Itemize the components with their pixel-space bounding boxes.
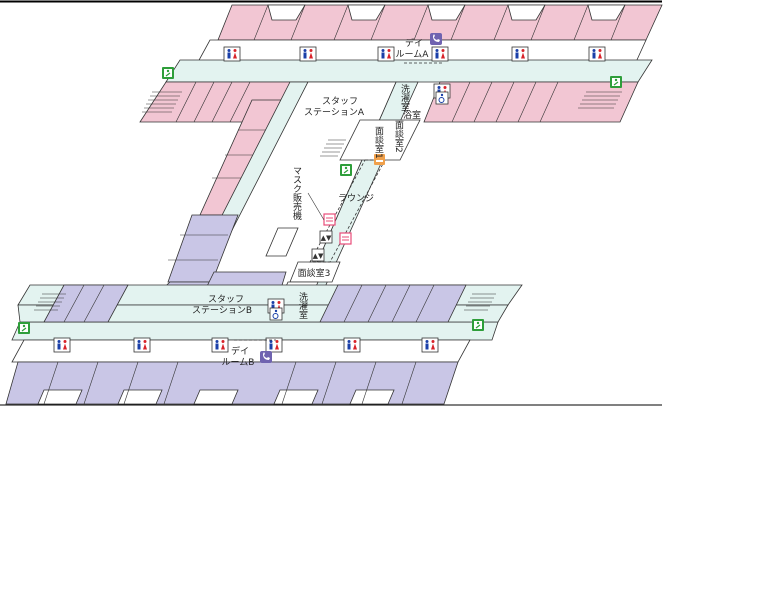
staff-station-a-label-1: スタッフ (322, 96, 358, 107)
day-room-b-label-2: ルームB (222, 357, 255, 368)
day-room-a-label-2: ルームA (396, 49, 430, 60)
ward-b (5, 214, 523, 405)
interview-1-label: 面談室1 (373, 126, 384, 159)
ward-b-corridor (11, 321, 499, 341)
laundry-b-label: 洗濯室 (297, 291, 308, 319)
emergency-exit-icon (339, 163, 353, 177)
elevator-icon: ▲▼ (319, 230, 333, 244)
restroom-icon (588, 46, 606, 62)
staff-station-b-label-1: スタッフ (208, 294, 244, 305)
restroom-icon (53, 337, 71, 353)
restroom-icon (511, 46, 529, 62)
day-room-a-label-1: デイ (405, 37, 423, 49)
restroom-icon (133, 337, 151, 353)
restroom-icon (343, 337, 361, 353)
lounge-outline (309, 159, 386, 263)
emergency-exit-icon (609, 75, 623, 89)
staff-station-b-label-2: ステーションB (192, 305, 252, 316)
restroom-icon (211, 337, 229, 353)
mask-vending-label: マスク販売機 (291, 166, 302, 221)
ward-b-rooms-right (319, 284, 467, 323)
staff-station-a-label-2: ステーションA (304, 107, 365, 118)
restroom-icon (223, 46, 241, 62)
svg-text:▲▼: ▲▼ (313, 252, 324, 260)
interview-3-label: 面談室3 (298, 267, 331, 279)
lounge-label: ラウンジ (338, 193, 374, 204)
ward-a-rooms-right (423, 81, 639, 123)
laundry-a-label: 洗濯室 (399, 83, 410, 111)
restroom-icon (377, 46, 395, 62)
restroom-icon (431, 46, 449, 62)
accessible-icon (435, 91, 449, 105)
bathroom-label: 浴室 (403, 109, 421, 121)
emergency-exit-icon (17, 321, 31, 335)
ward-b-rooms-bottom (5, 361, 459, 405)
vending-machine-icon (339, 232, 352, 245)
elevator-icon: ▲▼ (311, 248, 325, 262)
interview-rooms-block (339, 119, 421, 161)
interview-2-label: 面談室2 (393, 120, 404, 153)
bath-icon (374, 154, 385, 165)
interview-3-room (289, 261, 341, 283)
vending-machine-icon (323, 213, 336, 226)
restroom-icon (299, 46, 317, 62)
emergency-exit-icon (161, 66, 175, 80)
day-room-b-label-1: デイ (231, 345, 249, 357)
accessible-icon (269, 307, 283, 321)
svg-text:▲▼: ▲▼ (321, 234, 332, 242)
emergency-exit-icon (471, 318, 485, 332)
restroom-icon (421, 337, 439, 353)
phone-icon (260, 351, 272, 363)
phone-icon (430, 33, 442, 45)
